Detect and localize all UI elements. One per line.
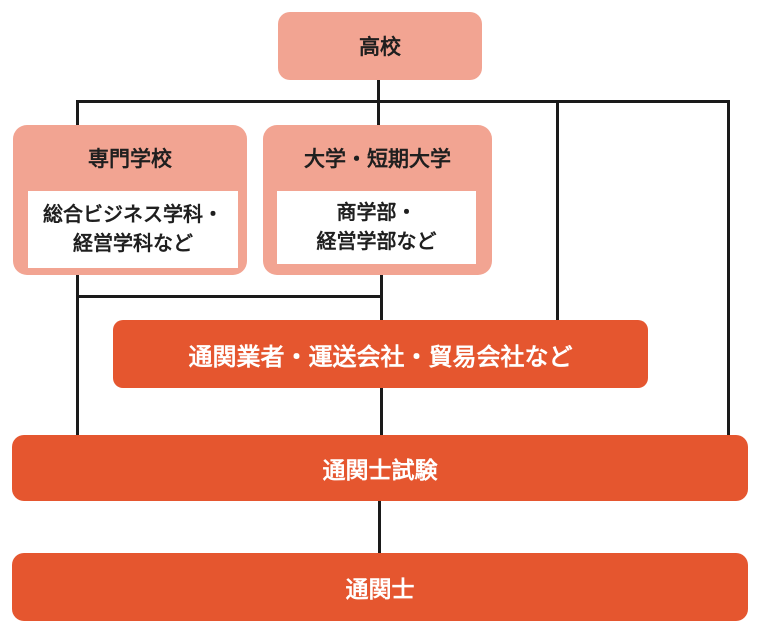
node-highschool-label: 高校: [359, 36, 401, 59]
connector-vocational-to-exam: [76, 275, 79, 435]
connector-branch-to-university: [377, 100, 380, 125]
connector-branch-to-vocational: [76, 100, 79, 125]
connector-branch-to-exam-direct: [727, 100, 730, 435]
node-vocational-departments: 総合ビジネス学科・ 経営学科など: [28, 191, 238, 268]
node-university-departments: 商学部・ 経営学部など: [277, 191, 476, 264]
node-highschool: 高校: [278, 12, 482, 80]
connector-schools-merge-horizontal: [76, 295, 383, 298]
connector-companies-to-exam: [380, 388, 383, 435]
node-customs-exam: 通関士試験: [12, 435, 748, 501]
node-vocational-school: 専門学校 総合ビジネス学科・ 経営学科など: [13, 125, 247, 275]
connector-top-branch-horizontal: [76, 100, 730, 103]
node-companies: 通関業者・運送会社・貿易会社など: [113, 320, 648, 388]
node-customs-specialist-label: 通関士: [345, 576, 415, 602]
node-customs-exam-label: 通関士試験: [322, 457, 438, 483]
connector-exam-to-license: [378, 501, 381, 553]
node-university-department-line1: 商学部・: [336, 201, 417, 224]
node-university-title: 大学・短期大学: [304, 148, 451, 171]
node-university-department-line2: 経営学部など: [316, 230, 437, 253]
node-vocational-department-line2: 経営学科など: [73, 232, 193, 255]
node-vocational-department-line1: 総合ビジネス学科・: [43, 203, 223, 226]
node-university: 大学・短期大学 商学部・ 経営学部など: [263, 125, 492, 275]
node-companies-label: 通関業者・運送会社・貿易会社など: [188, 343, 573, 371]
node-vocational-title: 専門学校: [88, 148, 172, 171]
connector-branch-to-companies-direct: [556, 100, 559, 320]
connector-highschool-to-branch: [377, 80, 380, 101]
node-customs-specialist: 通関士: [12, 553, 748, 621]
